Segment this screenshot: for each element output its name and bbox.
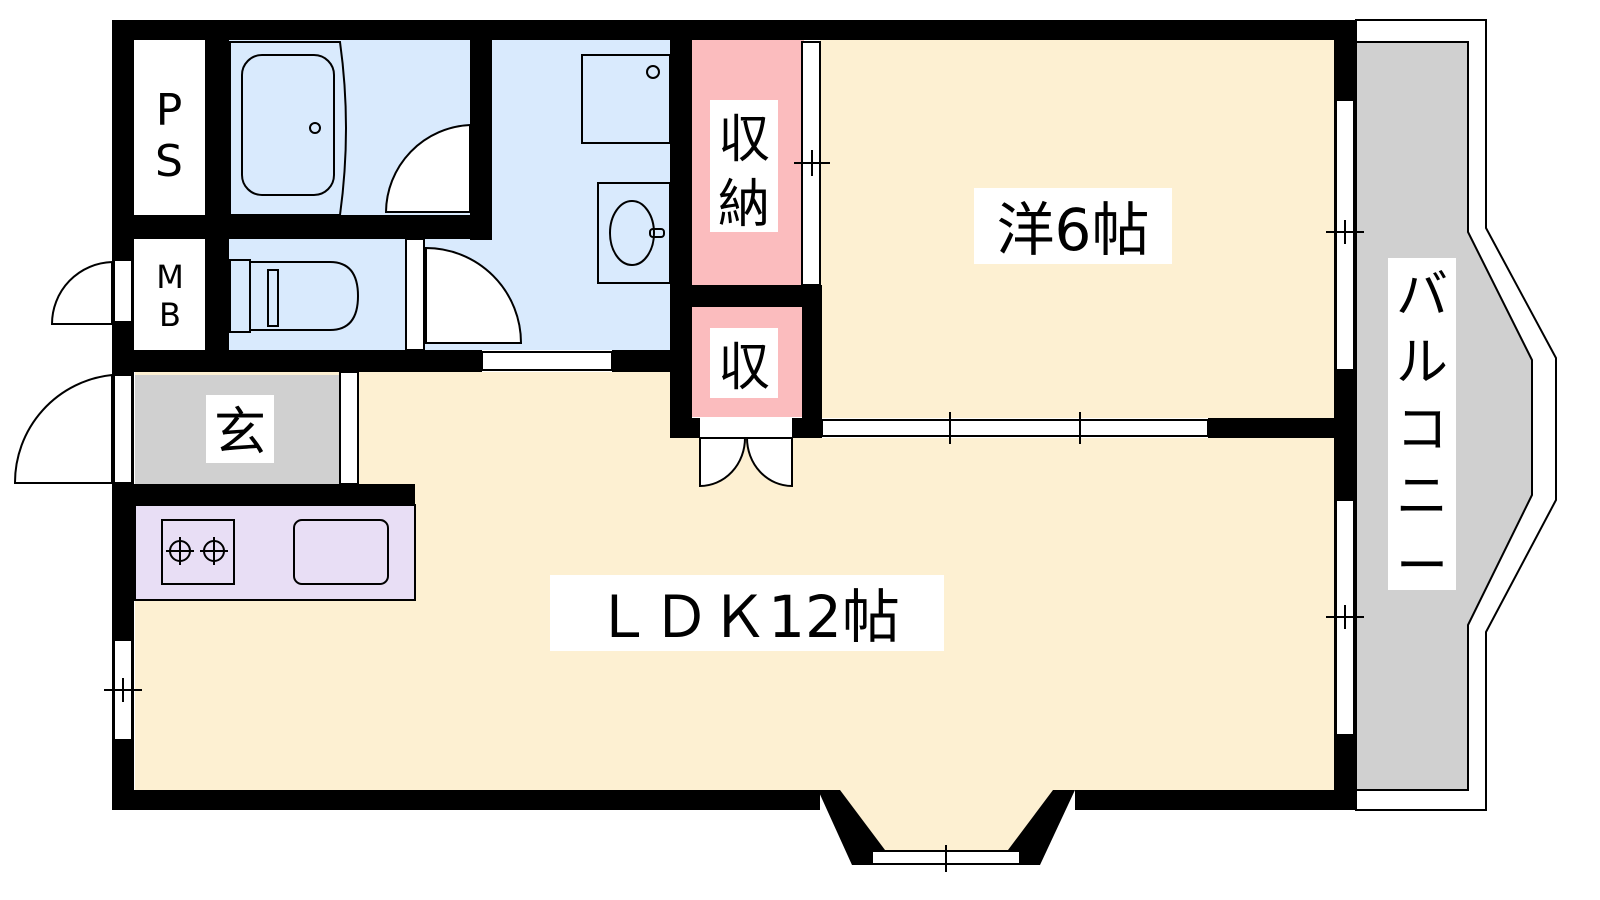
- label-ps-p: P: [156, 85, 183, 136]
- window-marks: [104, 150, 1364, 872]
- label-mb-b: B: [159, 296, 181, 334]
- storage-large-char-1: 収: [718, 110, 770, 170]
- western-room-label: 洋6帖: [997, 196, 1150, 264]
- toilet: [229, 259, 360, 333]
- balcony-char-3: コ: [1396, 400, 1448, 460]
- washer-space: [581, 54, 671, 144]
- storage-small-label: 収: [718, 338, 770, 398]
- balcony-char-1: バ: [1396, 266, 1448, 326]
- label-mb-m: M: [156, 258, 184, 296]
- balcony-char-4: ニ: [1396, 467, 1448, 527]
- stove: [161, 519, 235, 585]
- ldk-label: ＬＤＫ12帖: [594, 583, 900, 651]
- balcony-char-2: ル: [1396, 333, 1448, 393]
- doors: [13, 123, 793, 488]
- kitchen-sink: [293, 519, 389, 585]
- entrance-label: 玄: [214, 403, 266, 463]
- room-labels: P S M B 収 納 収 洋6帖 玄 ＬＤＫ12帖 バ ル コ ニ ー: [146, 85, 1456, 651]
- bathtub: [229, 41, 347, 216]
- balcony-railing: [1355, 19, 1557, 811]
- storage-large-char-2: 納: [718, 175, 770, 235]
- washbasin: [597, 182, 671, 284]
- walls: [112, 20, 1356, 865]
- windows: [113, 41, 1355, 865]
- label-ps-s: S: [155, 136, 183, 187]
- balcony-char-5: ー: [1396, 537, 1448, 597]
